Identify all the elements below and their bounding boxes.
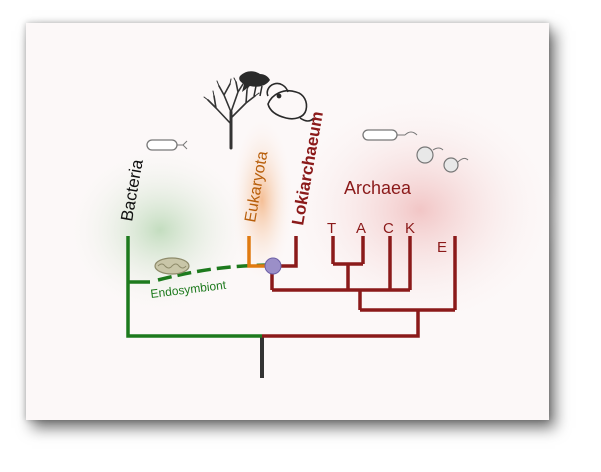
bacteria-rod-cell-icon bbox=[146, 139, 188, 151]
clade-k-label: K bbox=[405, 220, 415, 237]
archaea-label: Archaea bbox=[344, 178, 412, 198]
archaea-branches bbox=[262, 236, 457, 338]
clade-e-label: E bbox=[437, 239, 447, 256]
archaea-main-branch bbox=[262, 310, 420, 338]
archaea-glow bbox=[280, 90, 560, 330]
tree-icon bbox=[203, 77, 260, 150]
bacteria-branch bbox=[126, 236, 262, 338]
archaea-rod-cell-icon bbox=[362, 129, 418, 141]
bacteria-glow bbox=[65, 145, 255, 315]
mitochondrion-icon bbox=[154, 257, 190, 275]
clade-c-label: C bbox=[383, 220, 394, 237]
eukaryota-branch bbox=[247, 236, 272, 268]
endosymbiont-dashed-branch bbox=[157, 263, 269, 282]
cocci-icon bbox=[416, 146, 469, 173]
bird-icon bbox=[239, 71, 270, 97]
clade-t-label: T bbox=[327, 220, 336, 237]
animal-icon bbox=[266, 82, 315, 122]
eukaryota-glow bbox=[230, 115, 294, 285]
clade-a-label: A bbox=[356, 220, 366, 237]
fusion-node bbox=[264, 257, 282, 275]
